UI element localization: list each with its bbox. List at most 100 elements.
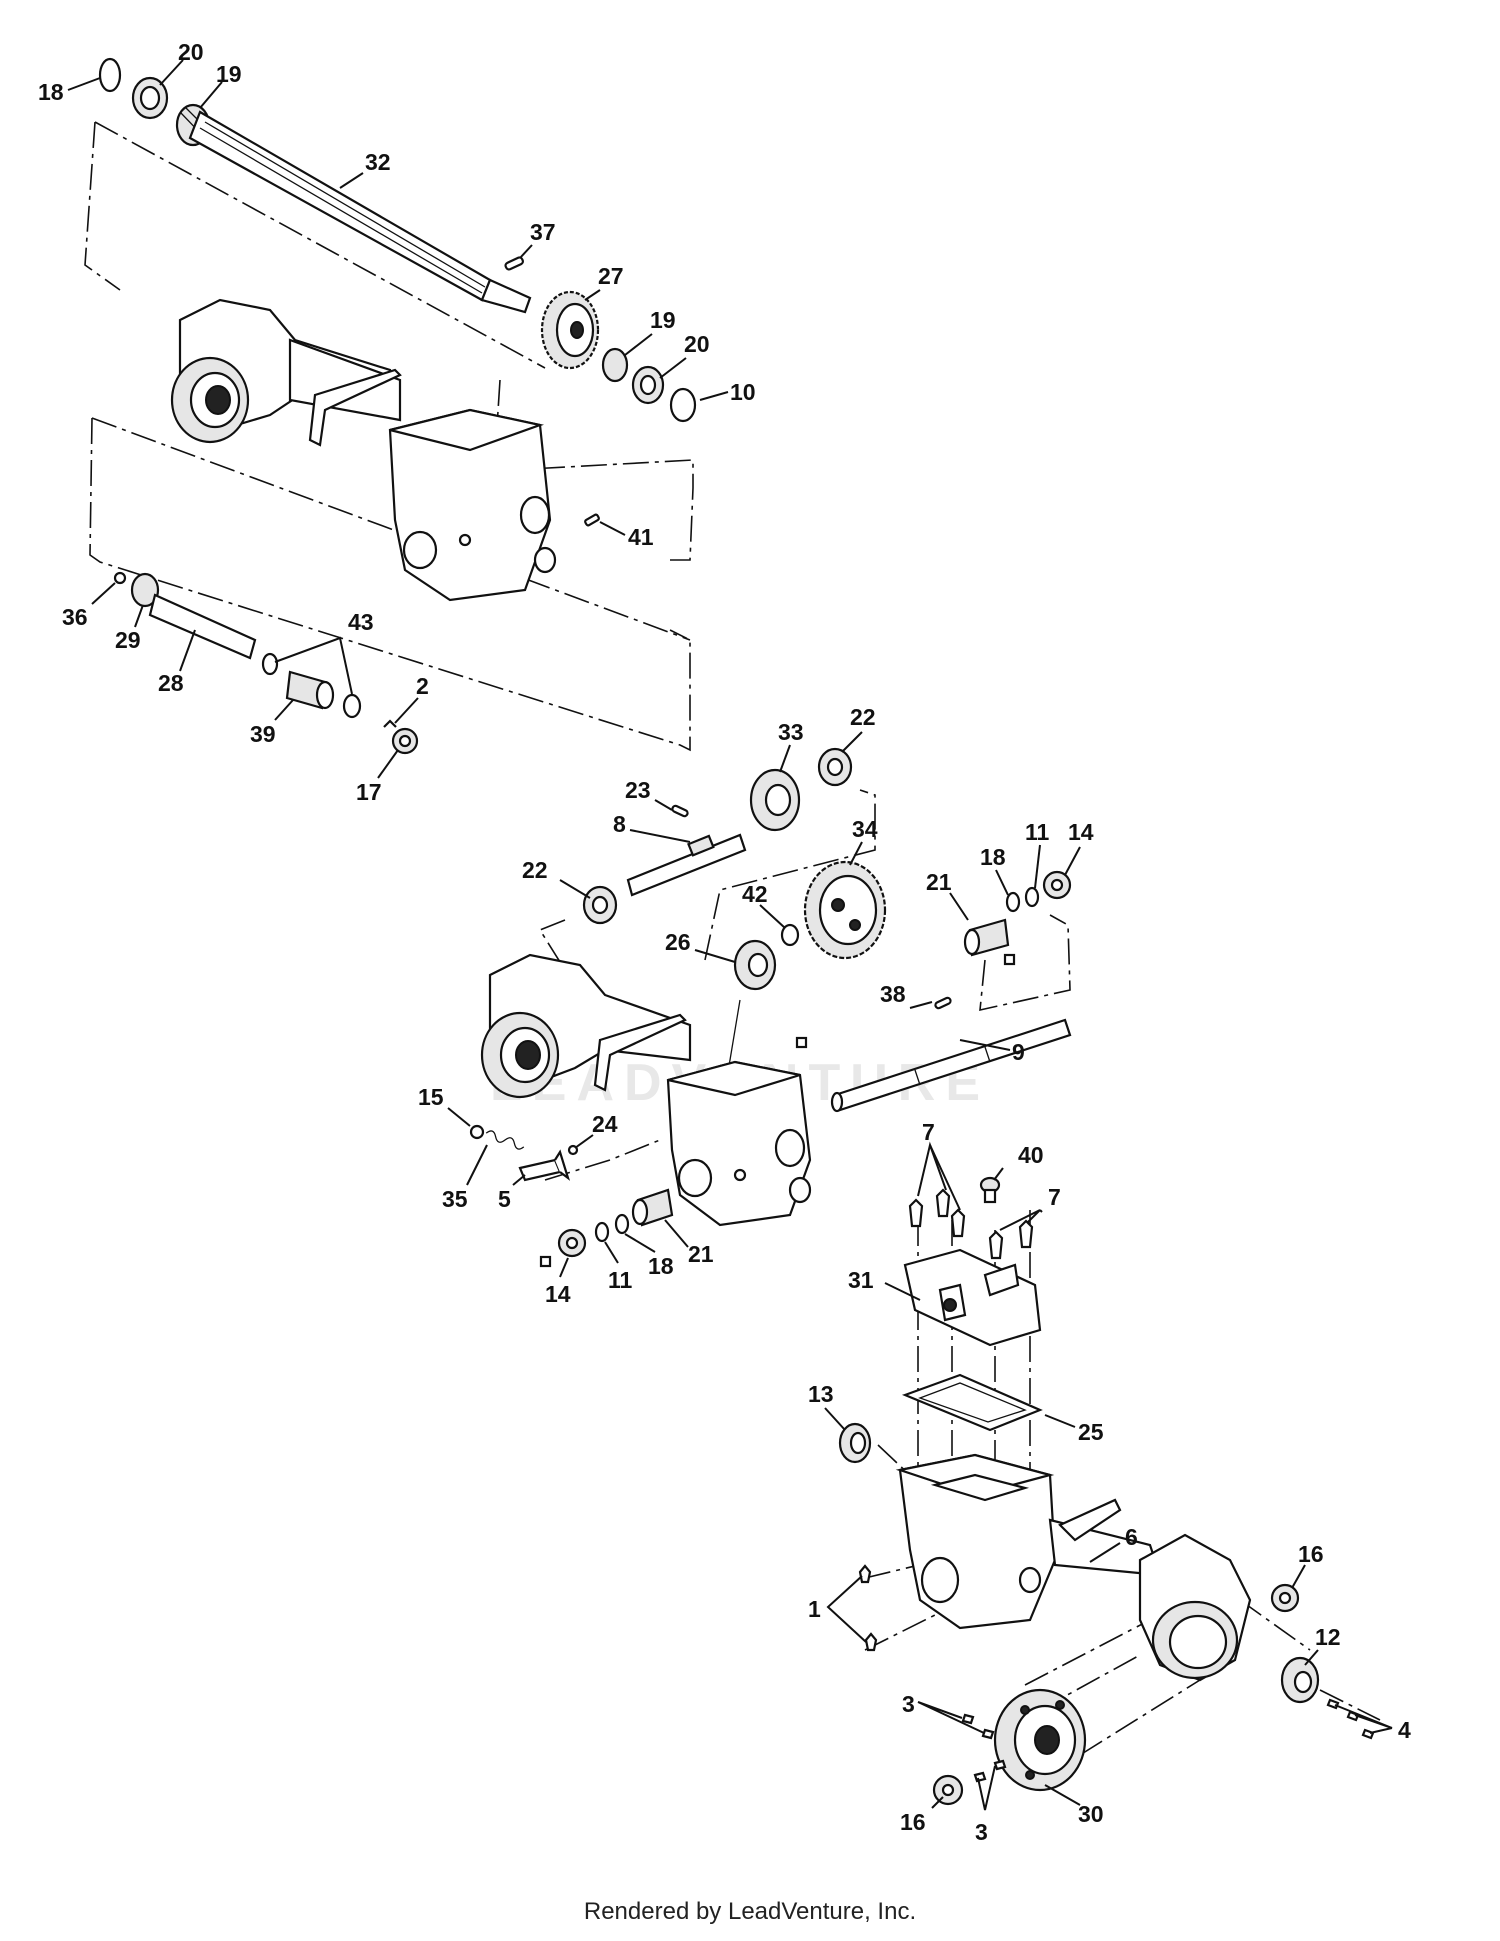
callout-7-left: 7 xyxy=(922,1119,935,1145)
cover-plate-31 xyxy=(903,1248,1042,1347)
callout-3-bottom: 3 xyxy=(975,1819,988,1845)
collar-26 xyxy=(733,939,777,991)
callout-17: 17 xyxy=(356,779,382,805)
phantom-bolt-left2 xyxy=(864,1609,946,1651)
footer-credit: Rendered by LeadVenture, Inc. xyxy=(583,1898,917,1925)
ring-18-left xyxy=(614,1213,630,1235)
bearing-14-left xyxy=(557,1228,587,1258)
part-2 xyxy=(383,719,397,728)
callout-9: 9 xyxy=(1012,1039,1025,1065)
callout-21-left: 21 xyxy=(688,1241,714,1267)
callout-41: 41 xyxy=(628,524,654,550)
gear-27 xyxy=(540,290,600,370)
callout-28: 28 xyxy=(158,670,184,696)
snap-ring-10 xyxy=(669,387,697,423)
bushing-21-right xyxy=(963,918,1010,957)
callout-19-right: 19 xyxy=(650,307,676,333)
bearing-16-right xyxy=(1270,1583,1300,1613)
bearing-16-left xyxy=(932,1774,964,1806)
key-23 xyxy=(671,804,689,818)
callout-23: 23 xyxy=(625,777,651,803)
ring-42 xyxy=(780,923,800,947)
gear-33 xyxy=(749,768,801,832)
callout-10: 10 xyxy=(730,379,756,405)
callout-34: 34 xyxy=(852,816,878,842)
key-38 xyxy=(934,996,952,1010)
callout-37: 37 xyxy=(530,219,556,245)
callout-2: 2 xyxy=(416,673,429,699)
shaft-9 xyxy=(830,1018,1072,1113)
bushing-21-left xyxy=(631,1188,674,1227)
vent-40 xyxy=(979,1176,1001,1204)
phantom-right-16 xyxy=(1239,1599,1311,1651)
bolts-7-left xyxy=(908,1188,966,1238)
phantom-line-mid-right xyxy=(704,789,876,961)
callout-12: 12 xyxy=(1315,1624,1341,1650)
callout-38: 38 xyxy=(880,981,906,1007)
bearing-14-right xyxy=(1042,870,1072,900)
callout-18-top: 18 xyxy=(38,79,64,105)
callout-19-top: 19 xyxy=(216,61,242,87)
callout-26: 26 xyxy=(665,929,691,955)
callout-29: 29 xyxy=(115,627,141,653)
bearing-20-top xyxy=(131,76,169,120)
bolts-3-top xyxy=(961,1713,995,1740)
phantom-bolt4 xyxy=(1319,1689,1381,1721)
callout-20-right: 20 xyxy=(684,331,710,357)
pin-41 xyxy=(584,513,600,527)
callout-36: 36 xyxy=(62,604,88,630)
callout-40: 40 xyxy=(1018,1142,1044,1168)
key-37 xyxy=(504,256,524,271)
axle-housing-top xyxy=(170,298,557,602)
bolts-3-bottom xyxy=(973,1759,1007,1783)
seal-13 xyxy=(838,1422,872,1464)
phantom-line-top-upper xyxy=(84,121,121,291)
callout-24: 24 xyxy=(592,1111,618,1137)
bolts-7-right xyxy=(988,1219,1034,1260)
callout-6: 6 xyxy=(1125,1524,1138,1550)
callout-11-left: 11 xyxy=(608,1267,633,1293)
gear-29 xyxy=(130,572,160,608)
phantom-plate-c xyxy=(1024,1619,1151,1686)
middle-assembly xyxy=(469,747,1072,1268)
callout-5: 5 xyxy=(498,1186,511,1212)
axle-housing-middle xyxy=(480,953,812,1227)
callout-13: 13 xyxy=(808,1381,834,1407)
marker-mid xyxy=(795,1036,808,1049)
bearing-22-top xyxy=(817,747,853,787)
leader-lines xyxy=(67,59,1393,1811)
end-plate-12 xyxy=(1280,1656,1320,1704)
callout-18-right: 18 xyxy=(980,844,1006,870)
bottom-assembly xyxy=(838,1176,1381,1806)
callout-14-right: 14 xyxy=(1068,819,1094,845)
callout-35: 35 xyxy=(442,1186,468,1212)
marker-right xyxy=(1003,953,1016,966)
callout-3-top: 3 xyxy=(902,1691,915,1717)
callout-18-left: 18 xyxy=(648,1253,674,1279)
callout-33: 33 xyxy=(778,719,804,745)
callout-labels: 18 20 19 32 37 27 19 20 10 41 36 29 28 4… xyxy=(38,39,1411,1845)
plugs-1 xyxy=(858,1564,878,1652)
seal-43-left xyxy=(261,652,279,676)
callout-7-right: 7 xyxy=(1048,1184,1061,1210)
callout-27: 27 xyxy=(598,263,624,289)
phantom-line-lower-box xyxy=(89,417,691,752)
gear-34 xyxy=(803,860,887,960)
marker-left xyxy=(539,1255,552,1268)
part-36 xyxy=(113,571,127,585)
callout-42: 42 xyxy=(742,881,768,907)
phantom-line-right-box xyxy=(494,379,694,561)
spring-35 xyxy=(485,1130,525,1150)
ring-11-left xyxy=(594,1221,610,1243)
bearing-17 xyxy=(391,727,419,755)
seal-43-right xyxy=(342,693,362,719)
callout-43: 43 xyxy=(348,609,374,635)
bearing-20-right xyxy=(631,365,665,405)
bushing-39 xyxy=(285,670,335,710)
shaft-8 xyxy=(626,833,747,897)
callout-14-left: 14 xyxy=(545,1281,571,1307)
ring-11-right xyxy=(1024,886,1040,908)
callout-21-right: 21 xyxy=(926,869,952,895)
callout-25: 25 xyxy=(1078,1419,1104,1445)
